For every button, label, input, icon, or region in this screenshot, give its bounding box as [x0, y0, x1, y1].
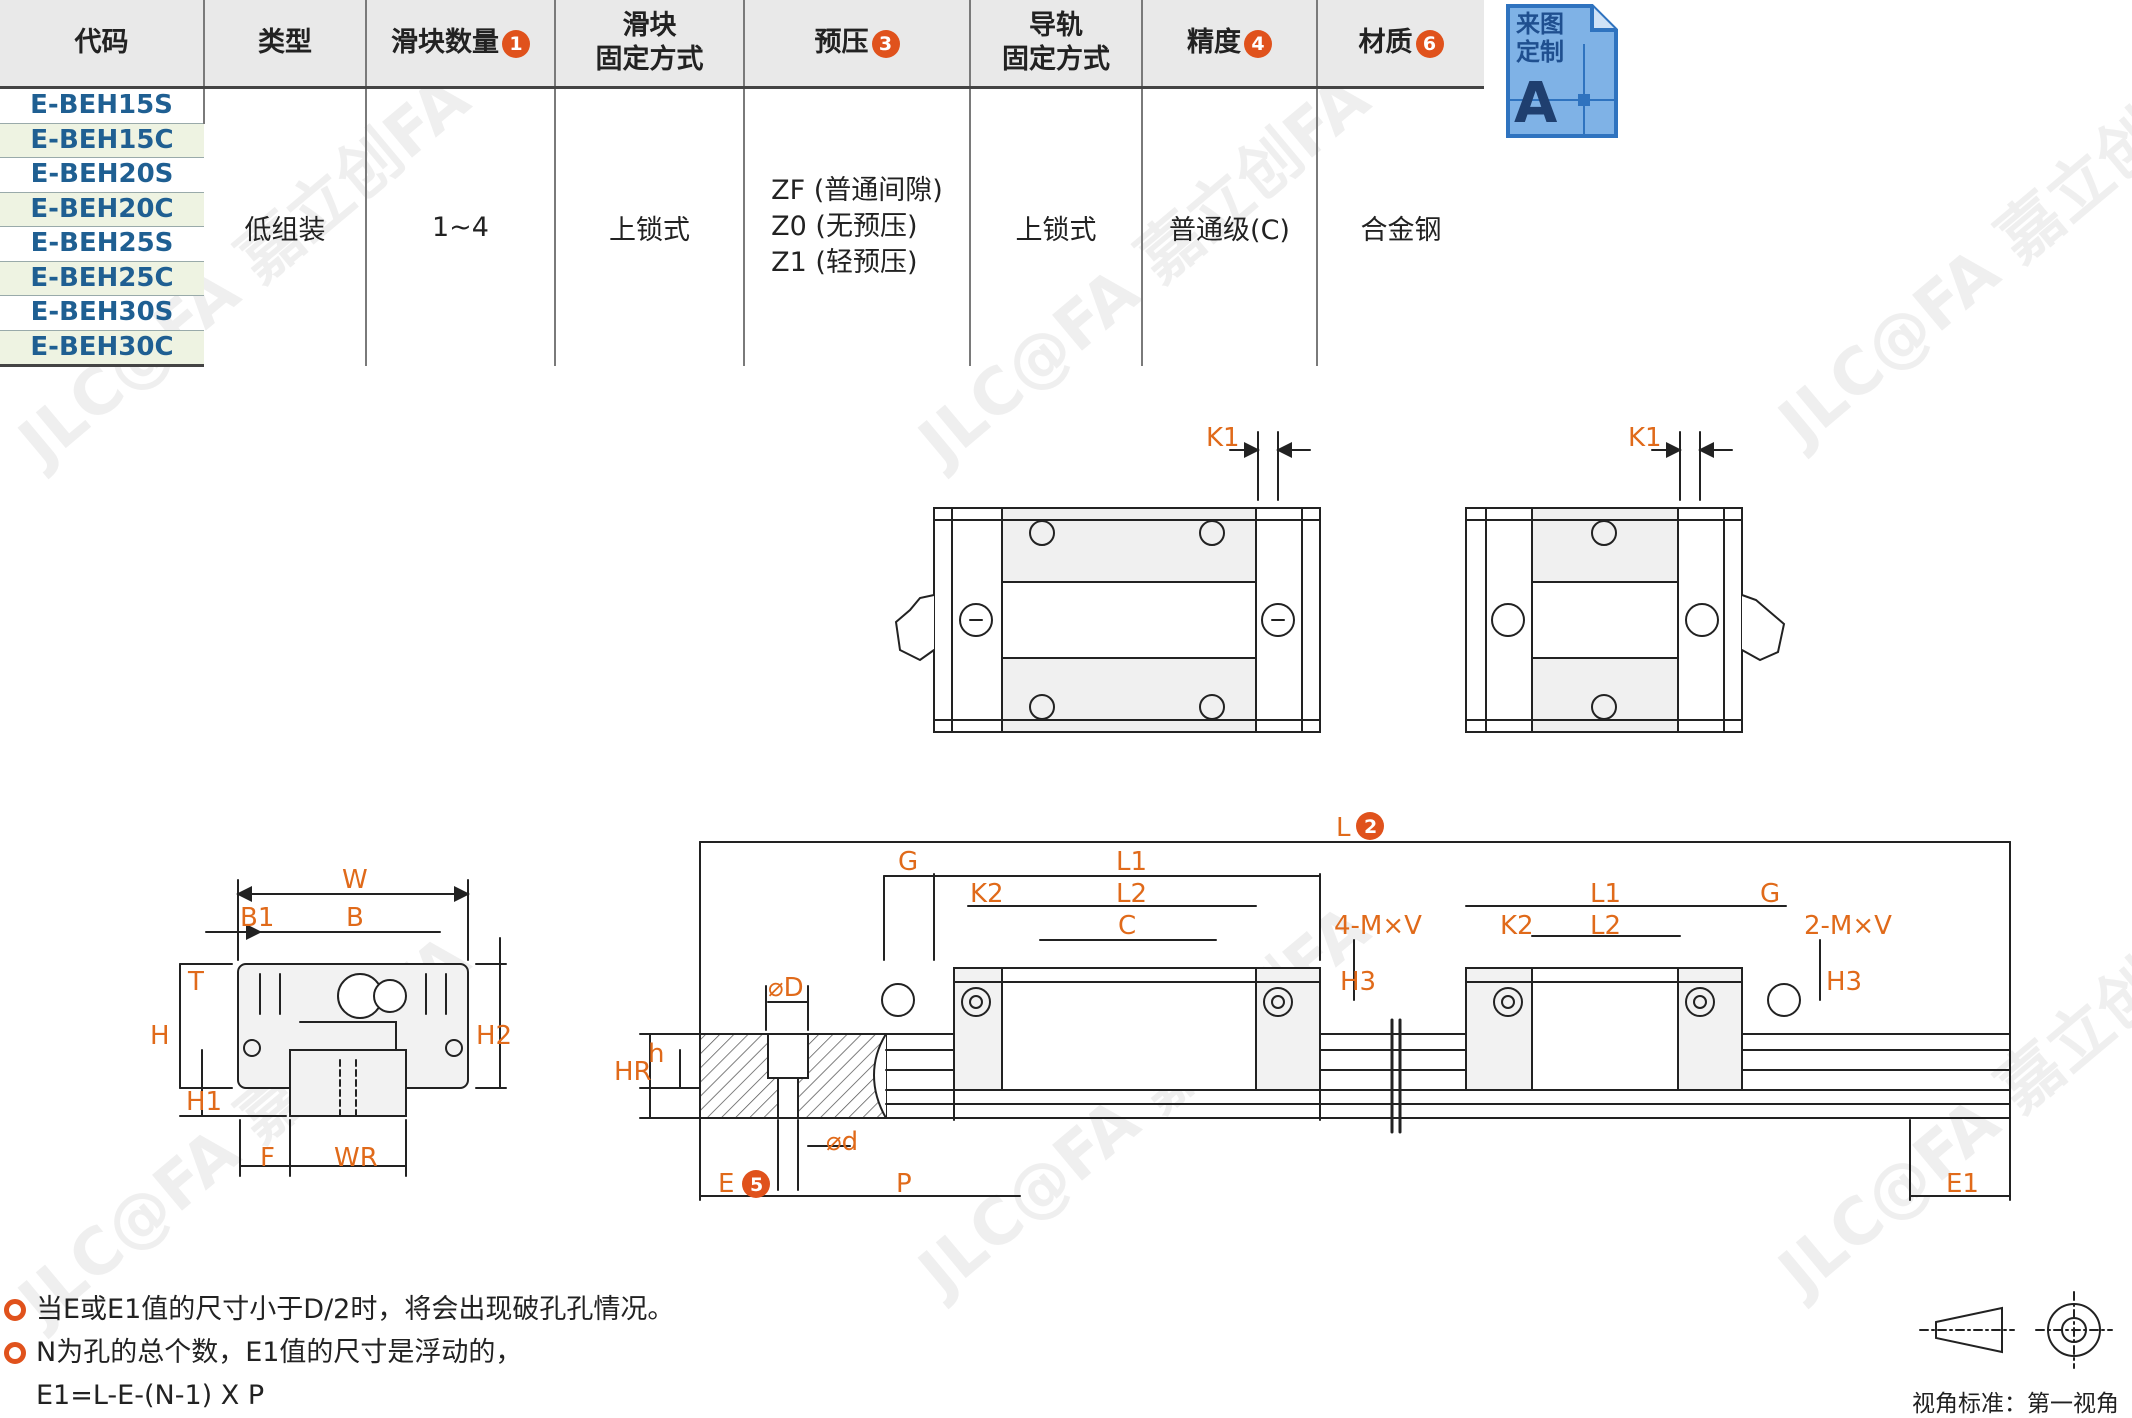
top-view-long-block	[894, 431, 1321, 733]
code-cell: E-BEH30S	[0, 295, 204, 331]
material-cell: 合金钢	[1360, 214, 1442, 246]
table-row: E-BEH30S	[0, 295, 1484, 331]
header-type: 类型	[204, 0, 367, 89]
dim-W: W	[342, 865, 368, 895]
dim-P: P	[896, 1169, 912, 1199]
dim-MV2: 2-M×V	[1804, 911, 1892, 941]
dim-G-a: G	[898, 847, 918, 877]
dim-K1-a: K1	[1206, 423, 1240, 453]
dim-L1-b: L1	[1590, 879, 1621, 909]
first-angle-projection-symbol	[1919, 1291, 2113, 1369]
dim-L2-b: L2	[1590, 911, 1621, 941]
note-item: N为孔的总个数，E1值的尺寸是浮动的，	[0, 1331, 674, 1374]
note-item: E1=L-E-(N-1) X P	[36, 1380, 265, 1411]
badge-6: 6	[1415, 29, 1444, 58]
custom-drawing-logo: 来图 定制 A	[1506, 4, 1618, 138]
dim-E: E	[718, 1169, 734, 1199]
side-view	[639, 841, 2011, 1201]
dimension-badges: 2 5	[742, 812, 1384, 1198]
logo-letter: A	[1514, 71, 1558, 136]
code-cell: E-BEH25C	[0, 261, 204, 296]
dim-HR: HR	[614, 1057, 652, 1087]
dim-D: ⌀D	[768, 973, 804, 1003]
dim-F: F	[260, 1143, 275, 1173]
table-row: E-BEH15C	[0, 123, 1484, 158]
dim-L1-a: L1	[1116, 847, 1147, 877]
code-cell: E-BEH15S	[0, 87, 205, 124]
bullet-icon	[4, 1298, 26, 1321]
top-view-short-block	[1465, 431, 1786, 733]
code-cell: E-BEH20S	[0, 157, 204, 193]
dimension-labels: K1 K1 W B1 B T H H2 H1 F WR L G L1 K2 L2…	[150, 423, 1979, 1199]
badge-L: 2	[1364, 816, 1377, 838]
dim-B1: B1	[240, 903, 274, 933]
dim-H: H	[150, 1021, 170, 1051]
notes: 当E或E1值的尺寸小于D/2时，将会出现破孔孔情况。 N为孔的总个数，E1值的尺…	[0, 1288, 674, 1417]
section-view	[179, 879, 507, 1177]
header-code: 代码	[0, 0, 205, 89]
dim-B: B	[346, 903, 364, 933]
dim-H1: H1	[186, 1087, 222, 1117]
badge-E: 5	[750, 1174, 763, 1196]
code-cell: E-BEH20C	[0, 192, 204, 227]
table-row: E-BEH25S	[0, 226, 1484, 262]
dim-K1-b: K1	[1628, 423, 1662, 453]
badge-1: 1	[502, 29, 530, 58]
view-standard-label: 视角标准：第一视角	[1912, 1391, 2119, 1417]
type-cell: 低组装	[204, 87, 367, 366]
badge-4: 4	[1244, 29, 1272, 58]
dim-MV4: 4-M×V	[1334, 911, 1422, 941]
dim-H3-a: H3	[1340, 967, 1376, 997]
dim-WR: WR	[334, 1143, 378, 1173]
dim-T: T	[187, 967, 204, 997]
code-cell: E-BEH30C	[0, 330, 204, 367]
table-row: E-BEH15S 低组装 1~4 上锁式 ZF (普通间隙) Z0 (无预压) …	[0, 87, 1484, 366]
dim-h: h	[648, 1039, 664, 1069]
dim-C: C	[1118, 911, 1136, 941]
dim-L: L	[1336, 813, 1351, 843]
dim-K2-a: K2	[970, 879, 1004, 909]
dim-E1: E1	[1946, 1169, 1979, 1199]
logo-line2: 定制	[1516, 38, 1564, 66]
dim-d: ⌀d	[826, 1127, 858, 1157]
note-item: 当E或E1值的尺寸小于D/2时，将会出现破孔孔情况。	[0, 1288, 674, 1331]
accuracy-cell: 普通级(C)	[1142, 87, 1318, 366]
dim-K2-b: K2	[1500, 911, 1534, 941]
table-row: E-BEH25C	[0, 261, 1484, 296]
logo-line1: 来图	[1516, 10, 1564, 38]
slider-fix-cell: 上锁式	[555, 87, 745, 366]
dim-H2: H2	[476, 1021, 512, 1051]
table-row: E-BEH20S	[0, 157, 1484, 193]
header-rail-fix: 导轨固定方式	[970, 0, 1143, 89]
dim-L2-a: L2	[1116, 879, 1147, 909]
code-cell: E-BEH25S	[0, 226, 204, 262]
bullet-icon	[4, 1341, 26, 1364]
dim-G-b: G	[1760, 879, 1780, 909]
dim-H3-b: H3	[1826, 967, 1862, 997]
code-cell: E-BEH15C	[0, 123, 204, 158]
table-row: E-BEH30C	[0, 330, 1484, 367]
preload-cell: ZF (普通间隙) Z0 (无预压) Z1 (轻预压)	[744, 87, 971, 366]
slider-qty-cell: 1~4	[366, 87, 556, 366]
rail-fix-cell: 上锁式	[970, 87, 1143, 366]
table-row: E-BEH20C	[0, 192, 1484, 227]
badge-3: 3	[871, 29, 900, 58]
header-slider-fix: 滑块固定方式	[555, 0, 745, 89]
